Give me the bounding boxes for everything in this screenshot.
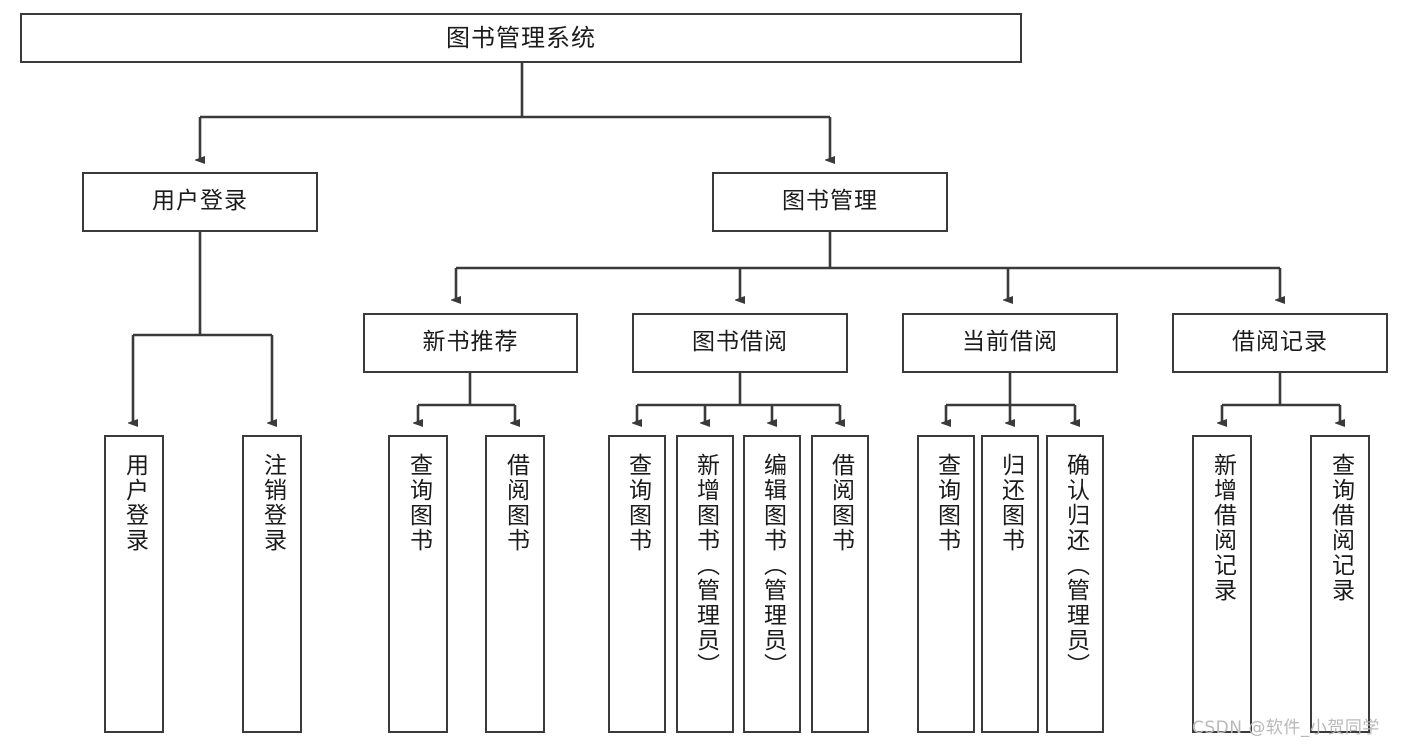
node-label: 归还图书 xyxy=(997,453,1024,553)
node-leaf-add-book-admin[interactable]: 新增图书（管理员） xyxy=(676,435,734,733)
node-leaf-query-book-current[interactable]: 查询图书 xyxy=(917,435,975,733)
node-label: 查询图书 xyxy=(405,453,432,553)
node-label: 新书推荐 xyxy=(422,329,519,356)
node-label: 新增图书（管理员） xyxy=(692,453,719,678)
node-label: 图书管理 xyxy=(782,188,878,215)
node-label: 查询图书 xyxy=(624,453,651,553)
node-new-book-recommend[interactable]: 新书推荐 xyxy=(363,313,578,373)
node-leaf-query-book-borrow[interactable]: 查询图书 xyxy=(608,435,666,733)
node-label: 用户登录 xyxy=(121,453,148,553)
node-label: 借阅图书 xyxy=(502,453,529,553)
node-leaf-query-book-recommend[interactable]: 查询图书 xyxy=(388,435,448,733)
node-leaf-logout-login[interactable]: 注销登录 xyxy=(242,435,302,733)
node-label: 新增借阅记录 xyxy=(1209,453,1236,603)
node-book-management[interactable]: 图书管理 xyxy=(712,172,948,232)
node-label: 查询图书 xyxy=(933,453,960,553)
node-label: 查询借阅记录 xyxy=(1327,453,1354,603)
node-leaf-borrow-book-recommend[interactable]: 借阅图书 xyxy=(485,435,545,733)
node-label: 借阅图书 xyxy=(827,453,854,553)
node-leaf-edit-book-admin[interactable]: 编辑图书（管理员） xyxy=(743,435,801,733)
node-label: 图书管理系统 xyxy=(446,23,596,52)
node-root-book-management-system[interactable]: 图书管理系统 xyxy=(20,13,1022,63)
node-current-borrow[interactable]: 当前借阅 xyxy=(902,313,1118,373)
node-leaf-borrow-book-borrow[interactable]: 借阅图书 xyxy=(811,435,869,733)
node-leaf-user-login[interactable]: 用户登录 xyxy=(104,435,164,733)
node-leaf-query-borrow-record[interactable]: 查询借阅记录 xyxy=(1310,435,1370,733)
node-label: 借阅记录 xyxy=(1232,329,1328,356)
node-label: 编辑图书（管理员） xyxy=(759,453,786,678)
node-leaf-return-book[interactable]: 归还图书 xyxy=(981,435,1039,733)
node-label: 注销登录 xyxy=(259,453,286,553)
node-book-borrow[interactable]: 图书借阅 xyxy=(632,313,848,373)
node-label: 确认归还（管理员） xyxy=(1062,453,1089,678)
node-leaf-confirm-return-admin[interactable]: 确认归还（管理员） xyxy=(1046,435,1104,733)
node-label: 当前借阅 xyxy=(962,329,1058,356)
node-user-login[interactable]: 用户登录 xyxy=(82,172,318,232)
node-borrow-record[interactable]: 借阅记录 xyxy=(1172,313,1388,373)
node-label: 图书借阅 xyxy=(692,329,788,356)
node-label: 用户登录 xyxy=(152,188,248,215)
node-leaf-add-borrow-record[interactable]: 新增借阅记录 xyxy=(1192,435,1252,733)
